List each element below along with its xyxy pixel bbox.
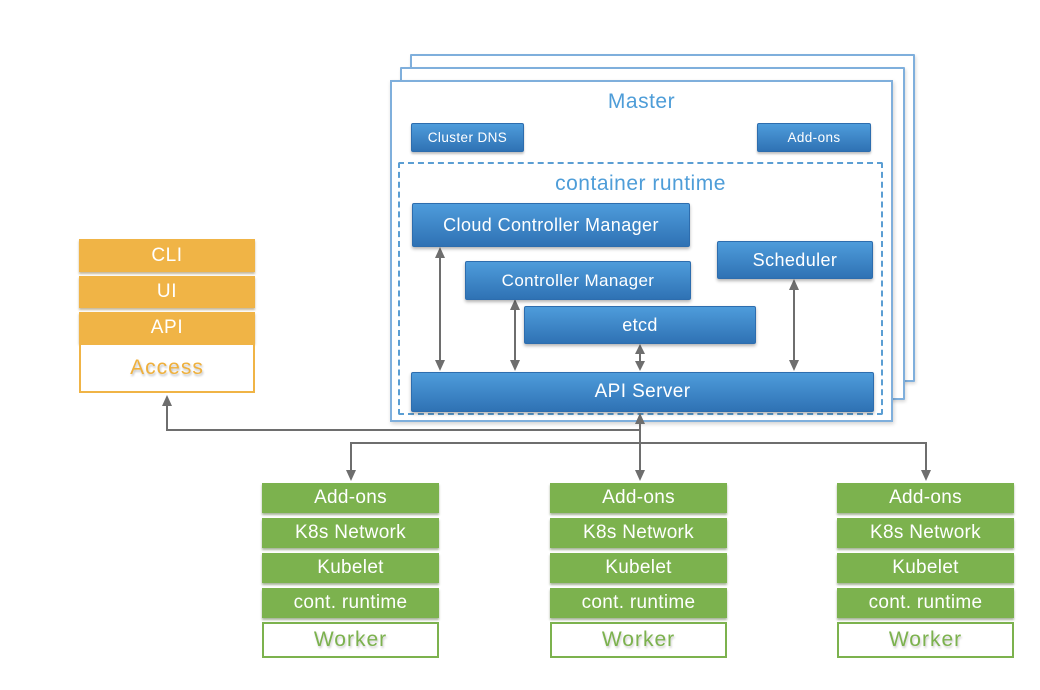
master-title: Master [607, 90, 676, 113]
worker3-label-box: Worker [837, 622, 1014, 658]
etcd-box: etcd [524, 306, 756, 344]
worker-stack-1: Add-ons K8s Network Kubelet cont. runtim… [262, 483, 439, 658]
connector-apiserver-worker1-worker3 [346, 442, 931, 481]
worker2-addons-box: Add-ons [550, 483, 727, 513]
worker2-kubelet-box: Kubelet [550, 553, 727, 583]
worker1-addons-box: Add-ons [262, 483, 439, 513]
cloud-controller-manager-box: Cloud Controller Manager [412, 203, 690, 247]
worker3-addons-box: Add-ons [837, 483, 1014, 513]
master-addons-box: Add-ons [757, 123, 871, 152]
worker1-container-runtime-box: cont. runtime [262, 588, 439, 618]
worker1-k8s-network-box: K8s Network [262, 518, 439, 548]
connector-apiserver-worker2 [635, 413, 645, 481]
worker3-k8s-network-box: K8s Network [837, 518, 1014, 548]
worker-stack-2: Add-ons K8s Network Kubelet cont. runtim… [550, 483, 727, 658]
worker2-label-box: Worker [550, 622, 727, 658]
api-box: API [79, 312, 255, 343]
access-label-box: Access [79, 343, 255, 393]
container-runtime-title: container runtime [555, 172, 726, 195]
worker1-kubelet-box: Kubelet [262, 553, 439, 583]
worker3-kubelet-box: Kubelet [837, 553, 1014, 583]
cluster-dns-box: Cluster DNS [411, 123, 524, 152]
worker2-k8s-network-box: K8s Network [550, 518, 727, 548]
access-stack: CLI UI API Access [79, 239, 255, 393]
ui-box: UI [79, 276, 255, 308]
worker3-container-runtime-box: cont. runtime [837, 588, 1014, 618]
cli-box: CLI [79, 239, 255, 272]
worker-stack-3: Add-ons K8s Network Kubelet cont. runtim… [837, 483, 1014, 658]
controller-manager-box: Controller Manager [465, 261, 691, 300]
api-server-box: API Server [411, 372, 874, 412]
worker1-label-box: Worker [262, 622, 439, 658]
worker2-container-runtime-box: cont. runtime [550, 588, 727, 618]
scheduler-box: Scheduler [717, 241, 873, 279]
